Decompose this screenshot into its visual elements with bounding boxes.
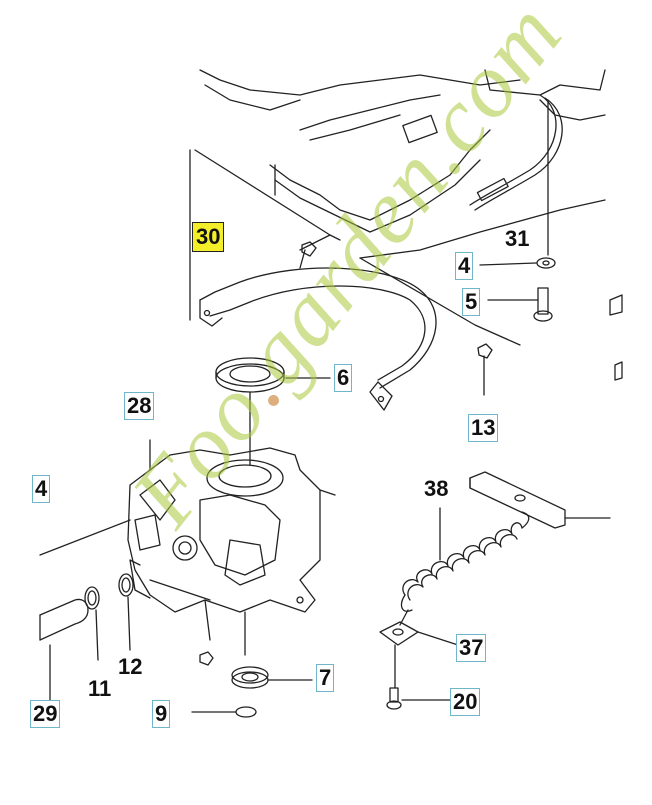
callout-30[interactable]: 30 bbox=[192, 222, 225, 252]
callout-5[interactable]: 5 bbox=[462, 288, 481, 316]
band-part-30 bbox=[199, 241, 493, 411]
callout-11[interactable]: 12 bbox=[118, 654, 143, 679]
callout-38[interactable]: 38 bbox=[424, 476, 449, 501]
chassis-frame bbox=[189, 69, 606, 346]
oring-part-9 bbox=[84, 586, 100, 661]
washer-part-4 bbox=[479, 257, 556, 269]
screw-part-20 bbox=[386, 644, 453, 710]
callout-29[interactable]: 29 bbox=[30, 700, 61, 728]
oring-part-11 bbox=[118, 573, 134, 651]
part-12-bushing bbox=[191, 706, 257, 718]
seal-part-6 bbox=[215, 357, 331, 466]
callout-4-left[interactable]: 4 bbox=[32, 475, 51, 503]
callout-7[interactable]: 7 bbox=[316, 664, 335, 692]
bolt-part-5 bbox=[487, 287, 553, 322]
callout-13[interactable]: 13 bbox=[468, 414, 499, 442]
callout-31[interactable]: 31 bbox=[505, 226, 530, 251]
edge-fragments bbox=[609, 294, 623, 381]
callout-20[interactable]: 20 bbox=[450, 688, 481, 716]
shaft-part-29 bbox=[39, 519, 131, 706]
plate-part-37 bbox=[379, 609, 459, 646]
callout-28[interactable]: 28 bbox=[124, 392, 155, 420]
spring-part-38 bbox=[400, 507, 530, 612]
callout-4[interactable]: 4 bbox=[455, 252, 474, 280]
callout-37[interactable]: 37 bbox=[456, 634, 487, 662]
bracket-plate bbox=[469, 471, 611, 529]
callout-9[interactable]: 11 bbox=[88, 676, 112, 701]
callout-12[interactable]: 9 bbox=[152, 700, 171, 728]
seal-part-7 bbox=[199, 651, 313, 689]
gearbox-housing-part-28 bbox=[127, 439, 336, 656]
cable-part-31 bbox=[469, 94, 563, 256]
callout-6[interactable]: 6 bbox=[334, 364, 353, 392]
